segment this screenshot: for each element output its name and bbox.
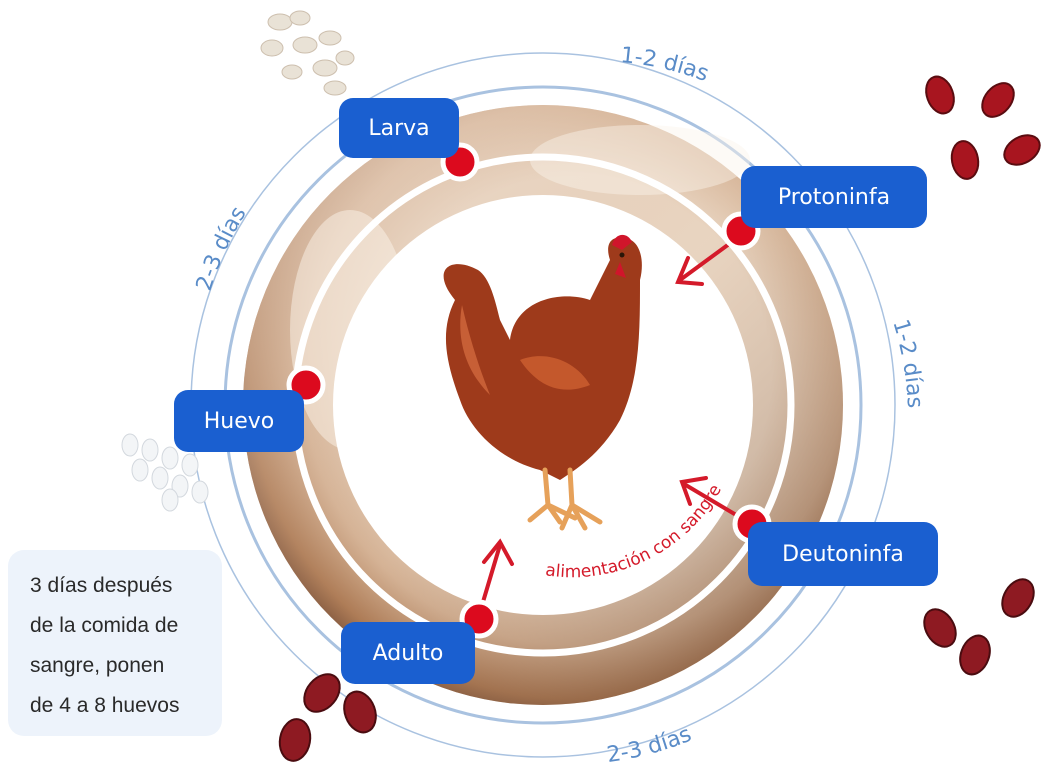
egg-laying-note: 3 días después de la comida de sangre, p… xyxy=(8,550,222,736)
mite-icon xyxy=(918,574,1040,679)
note-line: sangre, ponen xyxy=(30,654,164,678)
duration-left: 2-3 días xyxy=(192,202,252,294)
mite-icon xyxy=(921,73,1043,181)
duration-bottom: 2-3 días xyxy=(605,722,695,768)
duration-top: 1-2 días xyxy=(619,43,712,87)
stage-label-deutoninfa: Deutoninfa xyxy=(748,522,938,586)
stage-label-adulto: Adulto xyxy=(341,622,475,684)
note-line: 3 días después xyxy=(30,574,172,598)
larva-cluster-icon xyxy=(261,11,354,95)
note-line: de 4 a 8 huevos xyxy=(30,694,179,718)
note-line: de la comida de xyxy=(30,614,178,638)
duration-right: 1-2 días xyxy=(887,317,927,409)
stage-label-protoninfa: Protoninfa xyxy=(741,166,927,228)
stage-label-huevo: Huevo xyxy=(174,390,304,452)
stage-label-larva: Larva xyxy=(339,98,459,158)
